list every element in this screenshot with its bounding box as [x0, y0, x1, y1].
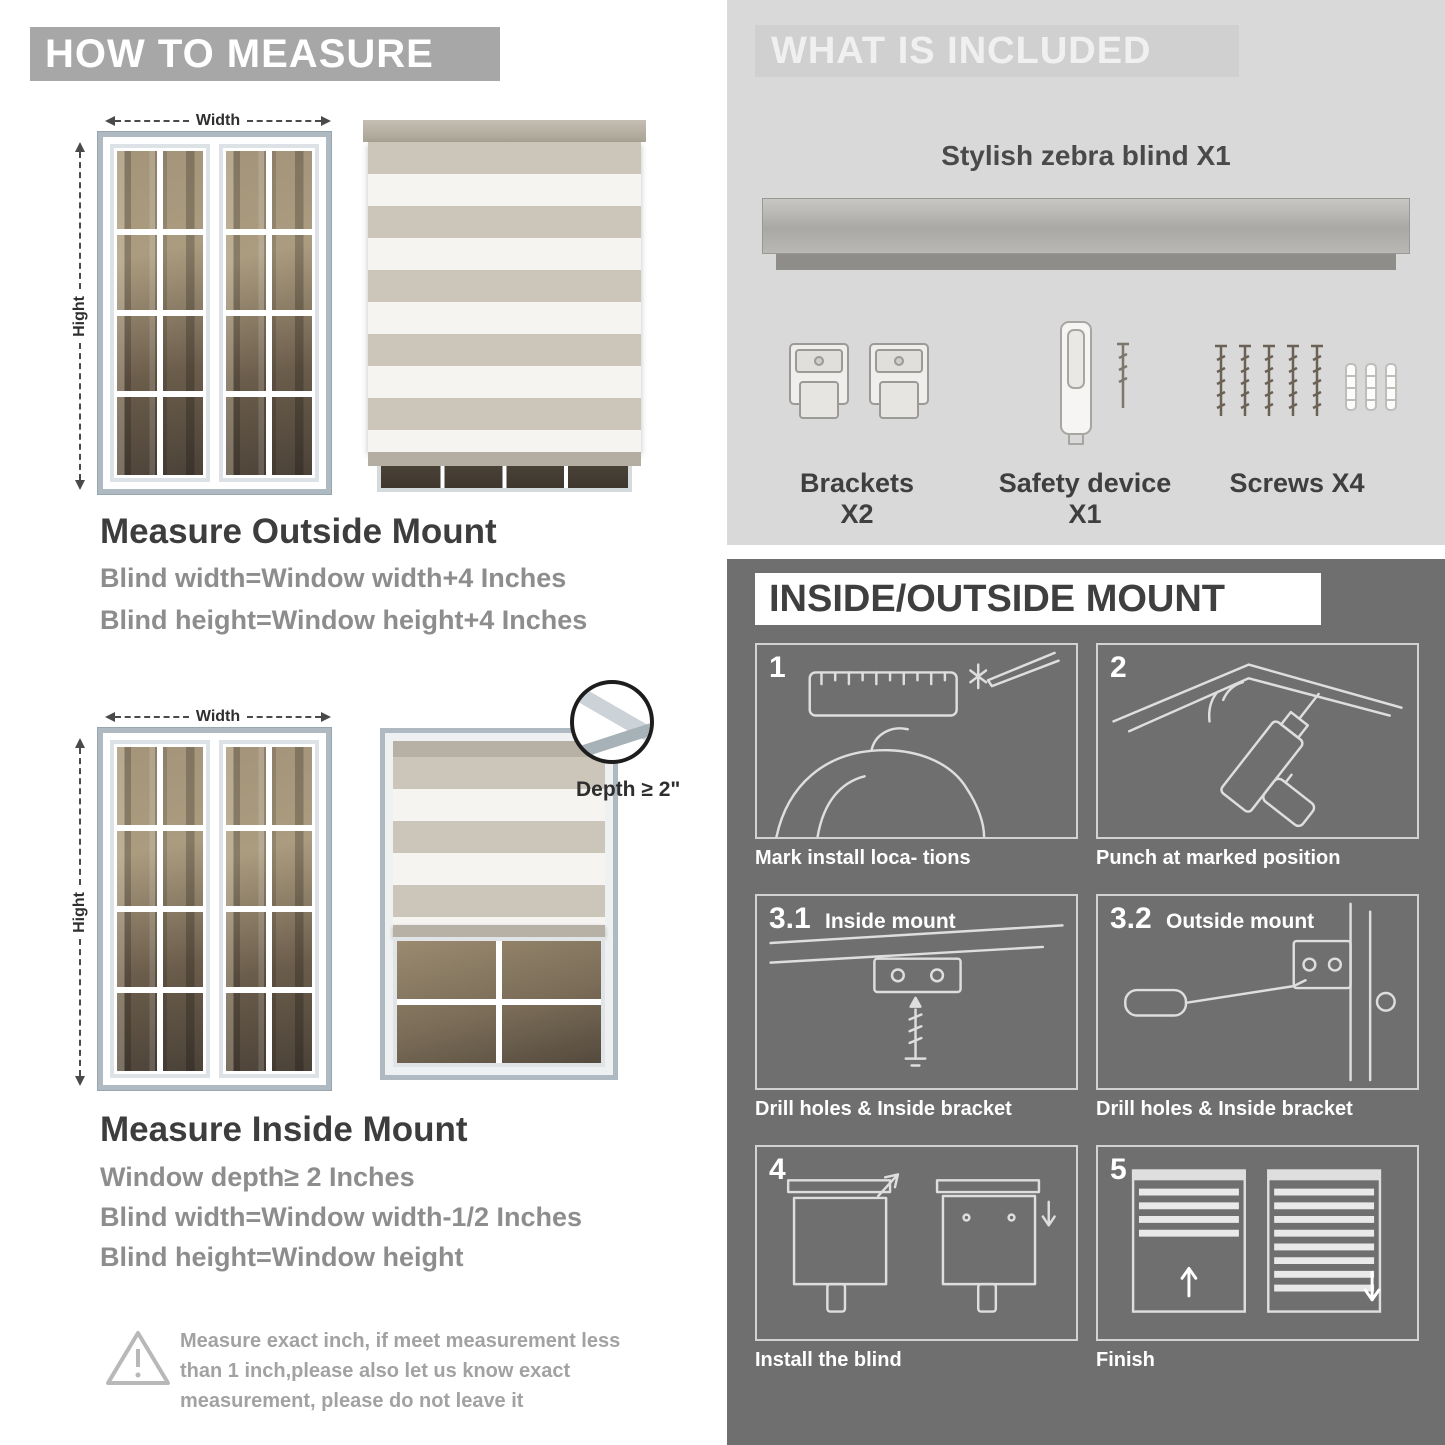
- inside-mount-blind-image: [380, 728, 618, 1080]
- screws-label: Screws X4: [1229, 468, 1365, 498]
- step-panel: 3.2 Outside mount: [1096, 894, 1419, 1090]
- what-is-included-section: WHAT IS INCLUDED Stylish zebra blind X1: [727, 0, 1445, 545]
- measurement-note: Measure exact inch, if meet measurement …: [180, 1330, 621, 1412]
- blind-headrail: [363, 120, 646, 142]
- inside-outside-mount-banner: INSIDE/OUTSIDE MOUNT: [755, 573, 1321, 625]
- step-caption: Finish: [1096, 1349, 1155, 1371]
- outside-bracket-illustration: [1124, 902, 1396, 1082]
- inside-mount-line-1: Window depth≥ 2 Inches: [100, 1162, 415, 1192]
- arrow-up-icon: [75, 738, 85, 748]
- step-sublabel: Outside mount: [1166, 910, 1315, 933]
- outside-mount-blind-image: [363, 120, 646, 492]
- arrow-right-icon: [321, 116, 331, 126]
- height-measure-outside: Hight: [70, 142, 90, 490]
- inside-mount-title: Measure Inside Mount: [100, 1110, 468, 1149]
- window-photo-inside: [98, 728, 331, 1090]
- step-install-blind: 4: [755, 1145, 1078, 1372]
- what-is-included-banner: WHAT IS INCLUDED: [755, 25, 1239, 77]
- window-glass: [117, 747, 203, 1071]
- window-photo-outside: [98, 132, 331, 494]
- step-panel: 1: [755, 643, 1078, 839]
- height-label: Hight: [71, 295, 88, 337]
- width-label: Width: [195, 708, 241, 725]
- mount-steps-grid: 1 Ma: [755, 643, 1419, 1372]
- arrow-left-icon: [105, 116, 115, 126]
- step-panel: 3.1 Inside mount: [755, 894, 1078, 1090]
- install-blind-illustration: [786, 1173, 1056, 1313]
- safety-device-icon: [1060, 321, 1129, 445]
- step-caption: Drill holes & Inside bracket: [1096, 1098, 1353, 1120]
- arrow-right-icon: [321, 712, 331, 722]
- blind-bottom-rail: [368, 452, 641, 466]
- inside-outside-mount-section: INSIDE/OUTSIDE MOUNT 1: [727, 559, 1445, 1445]
- how-to-measure-section: HOW TO MEASURE Width Hight: [0, 0, 712, 1445]
- step-caption: Punch at marked position: [1096, 847, 1341, 869]
- zebra-blind-headrail-image: [762, 198, 1410, 254]
- step-sublabel: Inside mount: [825, 910, 956, 933]
- window-glass: [393, 937, 605, 1067]
- step-number: 5: [1110, 1153, 1127, 1186]
- window-glass: [226, 151, 312, 475]
- zebra-stripes: [393, 757, 605, 925]
- step-outside-mount: 3.2 Outside mount: [1096, 894, 1419, 1121]
- outside-mount-line-1: Blind width=Window width+4 Inches: [100, 563, 567, 593]
- window-glass: [117, 151, 203, 475]
- safety-device-label: Safety device X1: [998, 468, 1172, 529]
- step-panel: 4: [755, 1145, 1078, 1341]
- brackets-label: Brackets X2: [799, 468, 915, 529]
- blind-headrail: [393, 741, 605, 757]
- step-caption: Install the blind: [755, 1349, 902, 1371]
- inside-mount-line-2: Blind width=Window width-1/2 Inches: [100, 1202, 583, 1232]
- step-panel: 5: [1096, 1145, 1419, 1341]
- width-measure-inside: Width: [105, 708, 331, 726]
- inside-bracket-illustration: [769, 924, 1064, 1067]
- arrow-left-icon: [105, 712, 115, 722]
- step-number: 3.2: [1110, 902, 1152, 935]
- height-label: Hight: [71, 891, 88, 933]
- outside-mount-line-2: Blind height=Window height+4 Inches: [100, 605, 588, 635]
- how-to-measure-banner: HOW TO MEASURE: [30, 27, 500, 81]
- step-finish: 5: [1096, 1145, 1419, 1372]
- width-measure-outside: Width: [105, 112, 331, 130]
- arrow-down-icon: [75, 1076, 85, 1086]
- outside-mount-title: Measure Outside Mount: [100, 512, 497, 551]
- arrow-down-icon: [75, 480, 85, 490]
- step-inside-mount: 3.1 Inside mount: [755, 894, 1078, 1121]
- brackets-icon: [789, 343, 929, 419]
- screws-icon: [1213, 344, 1397, 418]
- finished-blinds-illustration: [1131, 1169, 1382, 1313]
- arrow-up-icon: [75, 142, 85, 152]
- step-panel: 2: [1096, 643, 1419, 839]
- step-number: 3.1: [769, 902, 811, 935]
- inside-mount-line-3: Blind height=Window height: [100, 1242, 464, 1272]
- blind-title: Stylish zebra blind X1: [941, 140, 1231, 171]
- step-mark-locations: 1 Ma: [755, 643, 1078, 870]
- zebra-blind-headrail-lip: [776, 254, 1396, 270]
- step-number: 2: [1110, 651, 1127, 684]
- right-column: WHAT IS INCLUDED Stylish zebra blind X1: [727, 0, 1445, 1445]
- step-number: 1: [769, 651, 786, 684]
- drill-illustration: [1112, 663, 1403, 828]
- step-punch-position: 2: [1096, 643, 1419, 870]
- window-glass: [226, 747, 312, 1071]
- depth-label: Depth ≥ 2": [576, 778, 681, 801]
- zebra-stripes: [368, 142, 641, 452]
- width-label: Width: [195, 112, 241, 129]
- depth-detail-callout: [570, 680, 654, 764]
- step-number: 4: [769, 1153, 786, 1186]
- step-caption: Mark install loca- tions: [755, 847, 971, 869]
- blind-bottom-rail: [393, 925, 605, 937]
- height-measure-inside: Hight: [70, 738, 90, 1086]
- warning-triangle-icon: [106, 1331, 170, 1385]
- step-caption: Drill holes & Inside bracket: [755, 1098, 1012, 1120]
- measuring-tape-illustration: [775, 651, 1060, 837]
